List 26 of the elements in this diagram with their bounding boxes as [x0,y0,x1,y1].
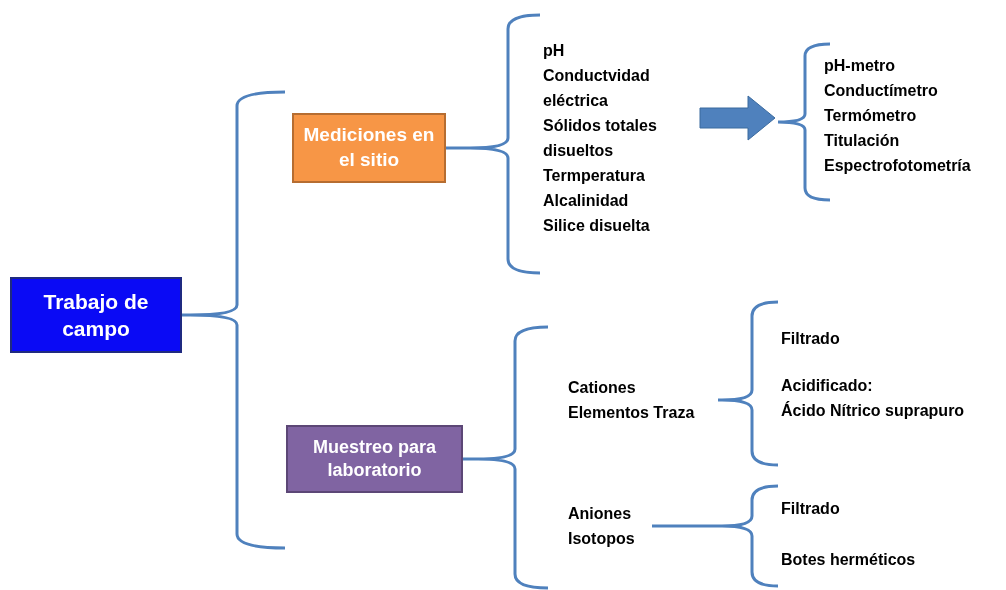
category-box: Mediciones en el sitio [292,113,446,183]
list-item: Acidificado: [781,376,873,396]
list-item: pH [543,41,566,61]
list-item: Filtrado [781,329,840,349]
list-item: pH-metro [824,56,896,76]
root-topic-box: Trabajo de campo [10,277,182,353]
list-item: Botes herméticos [781,550,916,570]
list-item: Alcalinidad [543,191,630,211]
list-item: Silice disuelta [543,216,651,236]
list-item: Isotopos [568,529,635,549]
curly-brace-connector [650,484,780,588]
list-item: Conductímetro [824,81,938,101]
curly-brace-connector [716,300,780,467]
list-item: Termómetro [824,106,917,126]
list-item: Sólidos totales disueltos [543,116,658,161]
list-item: Titulación [824,131,900,151]
list-item: Elementos Traza [568,403,695,423]
list-item: Cationes [568,378,636,398]
list-item: Aniones [568,504,632,524]
list-item: Termperatura [543,166,646,186]
list-item: Filtrado [781,499,840,519]
list-item: Conductvidad eléctrica [543,66,651,111]
block-arrow [699,95,776,141]
list-item: Ácido Nítrico suprapuro [781,400,965,421]
category-box: Muestreo para laboratorio [286,425,463,493]
list-item: Espectrofotometría [824,156,971,176]
